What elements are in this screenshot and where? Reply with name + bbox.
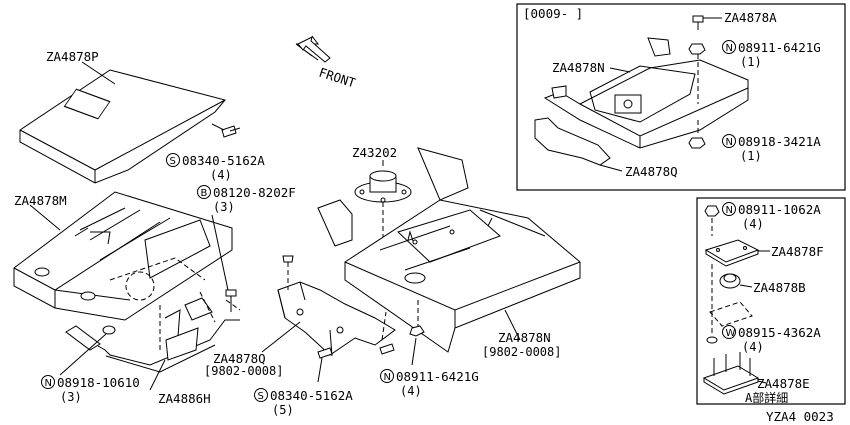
screw-icon xyxy=(282,255,294,263)
label-base: ZA4878N xyxy=(498,330,551,345)
screw-icon xyxy=(317,347,333,359)
label-washer-code: 08915-4362A xyxy=(738,325,821,340)
svg-text:N: N xyxy=(726,205,733,216)
nut-icon xyxy=(688,137,706,149)
label-screw-code: 08340-5162A xyxy=(182,153,265,168)
label-lever: ZA4886H xyxy=(158,391,211,406)
label-base-nut-qty: (4) xyxy=(400,384,422,398)
mount-cup xyxy=(354,170,412,203)
inset-top-plate xyxy=(534,117,611,166)
label-bushing-b: ZA4878B xyxy=(753,280,806,295)
marker-s-screw: S xyxy=(166,153,180,167)
svg-text:N: N xyxy=(726,137,733,148)
svg-text:B: B xyxy=(201,188,208,199)
label-detail-nut-code: 08911-1062A xyxy=(738,202,821,217)
label-plate-f: ZA4878F xyxy=(771,244,824,259)
label-inset-bolt: ZA4878A xyxy=(724,10,777,25)
nut-icon xyxy=(704,205,720,217)
bolt-icon xyxy=(692,15,704,30)
frame-assembly xyxy=(13,191,233,321)
plate-e xyxy=(702,352,760,395)
label-inset-nut-top-qty: (1) xyxy=(740,55,762,69)
label-plate-e: ZA4878E xyxy=(757,376,810,391)
nut-icon xyxy=(409,325,425,337)
label-lever-nut-code: 08918-10610 xyxy=(57,375,140,390)
plate-f xyxy=(704,239,760,267)
label-screw2-code: 08340-5162A xyxy=(270,388,353,403)
label-plate: ZA4878Q xyxy=(213,351,266,366)
svg-text:W: W xyxy=(726,328,736,339)
bushing-b xyxy=(719,273,741,289)
marker-n-detail-nut: N xyxy=(722,202,736,216)
lever-assembly xyxy=(65,291,241,373)
screw-icon xyxy=(221,125,241,138)
marker-n-lever-nut: N xyxy=(41,375,55,389)
label-screw2-qty: (5) xyxy=(272,403,294,417)
label-inset-nut-bottom-qty: (1) xyxy=(740,149,762,163)
label-lever-nut-qty: (3) xyxy=(60,390,82,404)
label-cover: ZA4878P xyxy=(46,49,99,64)
label-bolt-qty: (3) xyxy=(213,200,235,214)
svg-text:N: N xyxy=(726,43,733,54)
marker-b-bolt: B xyxy=(197,185,211,199)
washer-icon xyxy=(706,336,718,344)
diagram-id: YZA4 0023 xyxy=(766,409,834,424)
label-inset-nut-bottom-code: 08918-3421A xyxy=(738,134,821,149)
base-frame xyxy=(317,147,581,353)
label-detail-nut-qty: (4) xyxy=(742,217,764,231)
cover-panel xyxy=(19,69,226,184)
marker-n-inset-nut-bottom: N xyxy=(722,134,736,148)
svg-text:N: N xyxy=(45,378,52,389)
svg-text:S: S xyxy=(170,156,176,167)
label-base-nut-code: 08911-6421G xyxy=(396,369,479,384)
screw-icon xyxy=(379,343,395,355)
marker-w-washer: W xyxy=(722,325,736,339)
front-label: FRONT xyxy=(317,65,358,91)
svg-text:S: S xyxy=(258,391,264,402)
label-washer-qty: (4) xyxy=(742,340,764,354)
label-mount: Z43202 xyxy=(352,145,397,160)
inset-top-bracket xyxy=(543,37,749,149)
svg-text:N: N xyxy=(384,372,391,383)
marker-n-base-nut: N xyxy=(380,369,394,383)
label-frame: ZA4878M xyxy=(14,193,67,208)
label-base-range: [9802-0008] xyxy=(482,345,561,359)
label-bolt-code: 08120-8202F xyxy=(213,185,296,200)
nut-icon xyxy=(688,43,706,55)
label-inset-nut-top-code: 08911-6421G xyxy=(738,40,821,55)
marker-n-inset-nut-top: N xyxy=(722,40,736,54)
front-arrow: FRONT xyxy=(295,35,358,91)
label-plate-range: [9802-0008] xyxy=(204,364,283,378)
label-screw-qty: (4) xyxy=(210,168,232,182)
inset-bottom-frame xyxy=(696,197,846,405)
label-inset-bracket: ZA4878N xyxy=(552,60,605,75)
marker-s-screw2: S xyxy=(254,388,268,402)
label-detail-caption: A部詳細 xyxy=(745,390,788,405)
inset-top-frame xyxy=(516,3,846,191)
bolt-icon xyxy=(225,289,237,312)
inset-top-date-range: [0009- ] xyxy=(523,6,583,21)
label-inset-plate: ZA4878Q xyxy=(625,164,678,179)
